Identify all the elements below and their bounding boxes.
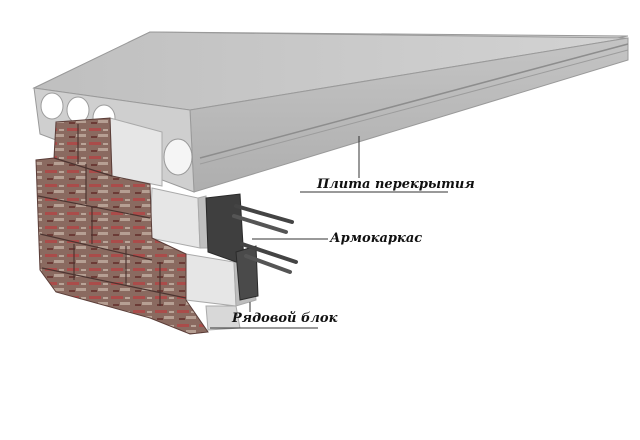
rebar-concrete-lower [235,245,259,301]
rebar [240,242,298,264]
brick-facing-wall [35,117,209,335]
rebar [244,254,292,274]
slab-hollow-core [40,92,64,120]
label-floor-slab: Плита перекрытия [317,177,475,192]
concrete-block [149,187,201,249]
slab-hollow-core [163,138,193,176]
concrete-blocks [109,117,257,331]
leader-lines [210,136,448,329]
rebar [232,214,288,234]
label-rebar-cage: Армокаркас [330,231,423,246]
brick-joints [37,124,187,306]
slab-side-groove [199,43,629,159]
concrete-block [185,253,237,307]
rebar [234,204,294,224]
reinforcement-belt [205,193,298,301]
label-row-block: Рядовой блок [232,311,338,326]
brick-wall-face [35,117,209,335]
slab-hollow-core [66,96,90,124]
slab-side-groove [199,49,629,165]
